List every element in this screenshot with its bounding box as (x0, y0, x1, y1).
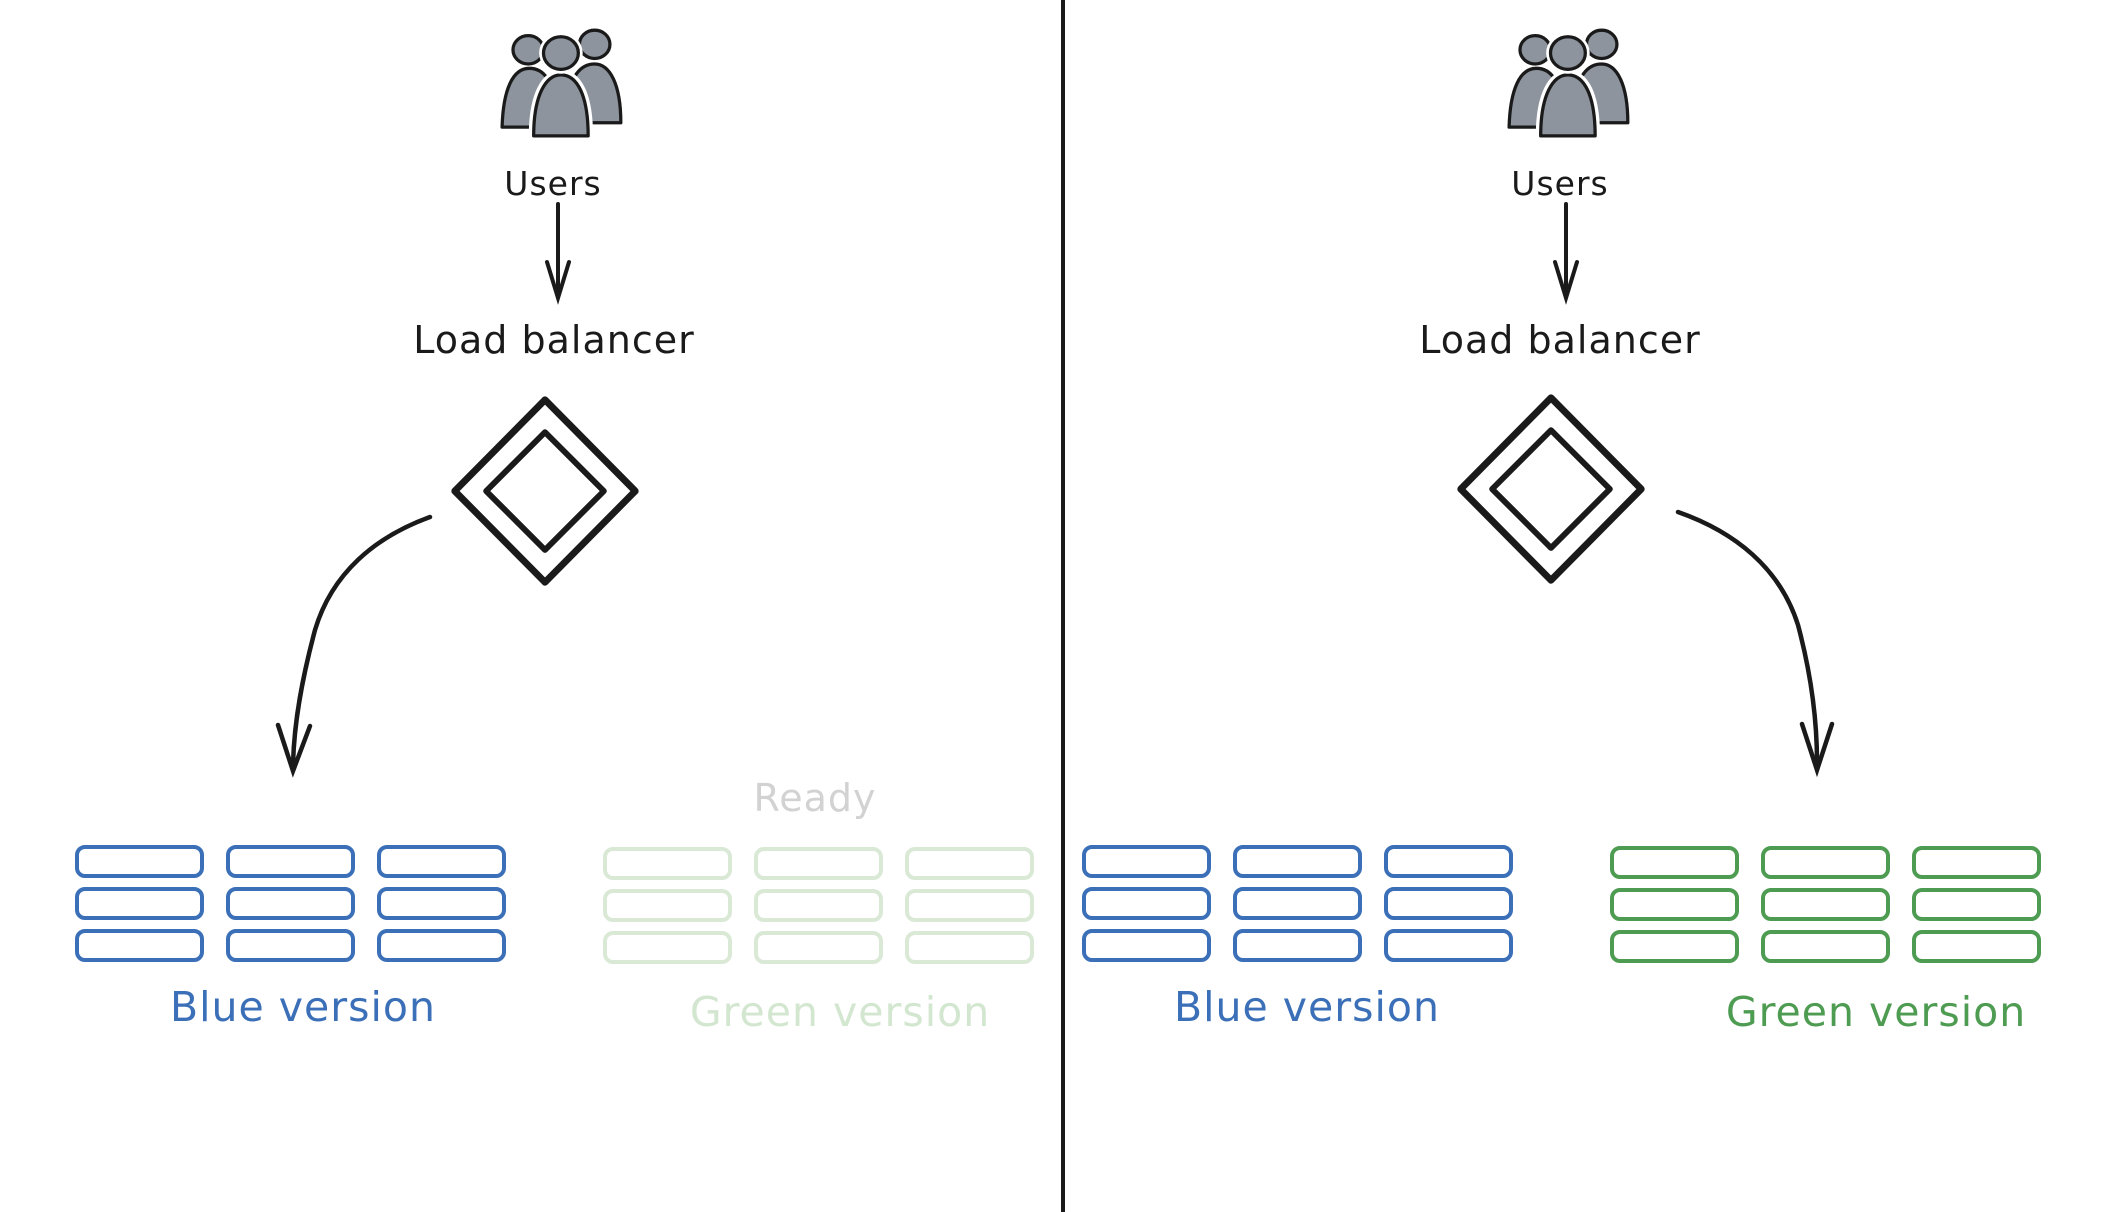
server-rack (75, 845, 204, 962)
server-rack (1912, 846, 2041, 963)
server-node (1761, 930, 1890, 963)
green-version-label-idle: Green version (689, 988, 991, 1036)
server-node (1610, 846, 1739, 879)
load-balancer-diamond-icon (1457, 394, 1645, 584)
server-rack (603, 847, 732, 964)
green-server-cluster-idle (603, 847, 1034, 964)
server-node (1610, 888, 1739, 921)
blue-server-cluster (1082, 845, 1513, 962)
arrow-down-icon (545, 202, 571, 305)
users-icon (500, 28, 623, 141)
server-node (1233, 887, 1362, 920)
server-node (905, 931, 1034, 964)
server-rack (1761, 846, 1890, 963)
server-node (1082, 845, 1211, 878)
server-node (754, 889, 883, 922)
server-rack (1233, 845, 1362, 962)
ready-status-label: Ready (753, 776, 877, 820)
server-node (1384, 887, 1513, 920)
server-node (754, 931, 883, 964)
server-node (1761, 888, 1890, 921)
users-label: Users (504, 164, 602, 203)
server-node (1384, 845, 1513, 878)
server-node (75, 845, 204, 878)
server-node (1082, 929, 1211, 962)
server-node (1610, 930, 1739, 963)
server-node (603, 847, 732, 880)
server-node (377, 929, 506, 962)
server-node (603, 931, 732, 964)
server-rack (754, 847, 883, 964)
server-node (1912, 888, 2041, 921)
server-rack (1610, 846, 1739, 963)
server-rack (1384, 845, 1513, 962)
server-node (754, 847, 883, 880)
server-node (1912, 846, 2041, 879)
server-node (1233, 929, 1362, 962)
server-node (1233, 845, 1362, 878)
server-node (75, 929, 204, 962)
server-rack (226, 845, 355, 962)
server-node (377, 887, 506, 920)
users-label: Users (1511, 164, 1609, 203)
server-node (75, 887, 204, 920)
server-node (905, 889, 1034, 922)
server-node (1761, 846, 1890, 879)
server-rack (1082, 845, 1211, 962)
load-balancer-diamond-icon (451, 396, 639, 586)
panel-divider (1061, 0, 1065, 1212)
server-node (603, 889, 732, 922)
server-rack (377, 845, 506, 962)
load-balancer-label: Load balancer (1419, 318, 1701, 362)
server-node (226, 845, 355, 878)
server-node (377, 845, 506, 878)
users-icon (1507, 28, 1630, 141)
blue-server-cluster (75, 845, 506, 962)
blue-version-label: Blue version (1174, 983, 1440, 1031)
server-rack (905, 847, 1034, 964)
blue-version-label: Blue version (170, 983, 436, 1031)
server-node (1082, 887, 1211, 920)
green-server-cluster-active (1610, 846, 2041, 963)
load-balancer-label: Load balancer (413, 318, 695, 362)
arrow-to-blue-cluster-icon (275, 514, 433, 778)
arrow-to-green-cluster-icon (1675, 509, 1835, 778)
arrow-down-icon (1553, 202, 1579, 305)
server-node (226, 929, 355, 962)
server-node (905, 847, 1034, 880)
server-node (1912, 930, 2041, 963)
green-version-label: Green version (1725, 988, 2027, 1036)
server-node (226, 887, 355, 920)
server-node (1384, 929, 1513, 962)
